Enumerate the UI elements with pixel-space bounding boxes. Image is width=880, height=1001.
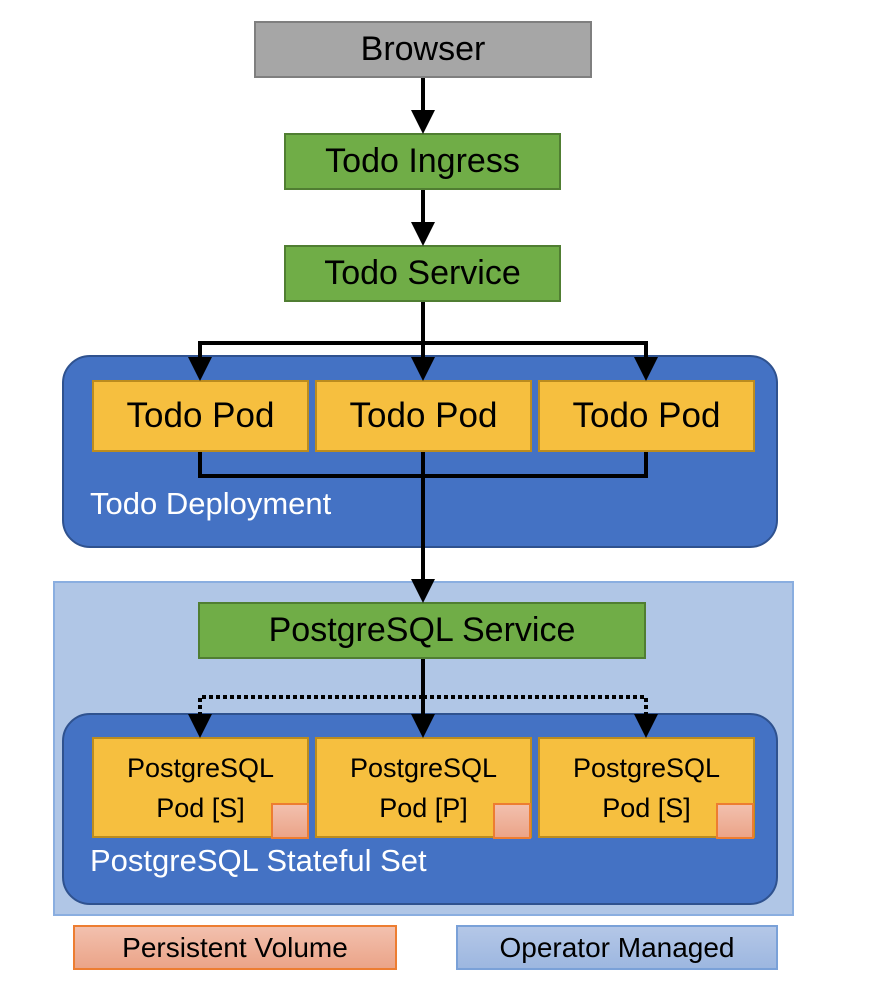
postgres-pod-line1: PostgreSQL <box>126 752 275 783</box>
todo-ingress-label: Todo Ingress <box>325 142 520 180</box>
todo-ingress-node: Todo Ingress <box>284 133 561 190</box>
todo-service-node: Todo Service <box>284 245 561 302</box>
postgres-service-label: PostgreSQL Service <box>268 611 576 649</box>
postgres-pod-line2: Pod [S] <box>156 792 245 823</box>
todo-pod-1: Todo Pod <box>92 380 309 452</box>
legend-persistent-volume: Persistent Volume <box>73 925 397 970</box>
todo-pod-label: Todo Pod <box>572 396 721 435</box>
postgres-pod-line1: PostgreSQL <box>349 752 498 783</box>
postgres-pod-line2: Pod [S] <box>602 792 691 823</box>
todo-pod-label: Todo Pod <box>126 396 275 435</box>
edge-pgservice-pod-s1 <box>188 695 423 738</box>
legend-persistent-volume-label: Persistent Volume <box>122 931 348 963</box>
edge-service-pod-3 <box>423 341 658 381</box>
todo-pod-2: Todo Pod <box>315 380 532 452</box>
postgres-pod-line1: PostgreSQL <box>572 752 721 783</box>
persistent-volume-3 <box>716 803 754 839</box>
edge-service-pod-1 <box>188 341 423 381</box>
todo-deployment-label: Todo Deployment <box>90 486 332 521</box>
persistent-volume-1 <box>271 803 309 839</box>
browser-node: Browser <box>254 21 592 78</box>
edge-pgservice-pod-s2 <box>423 695 658 738</box>
todo-pod-label: Todo Pod <box>349 396 498 435</box>
postgres-service-node: PostgreSQL Service <box>198 602 646 659</box>
postgres-statefulset-label: PostgreSQL Stateful Set <box>90 843 427 878</box>
browser-label: Browser <box>360 30 486 68</box>
persistent-volume-2 <box>493 803 531 839</box>
postgres-pod-line2: Pod [P] <box>379 792 468 823</box>
legend-operator-managed: Operator Managed <box>456 925 778 970</box>
postgres-pod-primary: PostgreSQL Pod [P] <box>315 737 532 838</box>
postgres-pod-secondary-2: PostgreSQL Pod [S] <box>538 737 755 838</box>
todo-service-label: Todo Service <box>324 254 521 292</box>
todo-pod-3: Todo Pod <box>538 380 755 452</box>
legend-operator-managed-label: Operator Managed <box>499 931 735 963</box>
